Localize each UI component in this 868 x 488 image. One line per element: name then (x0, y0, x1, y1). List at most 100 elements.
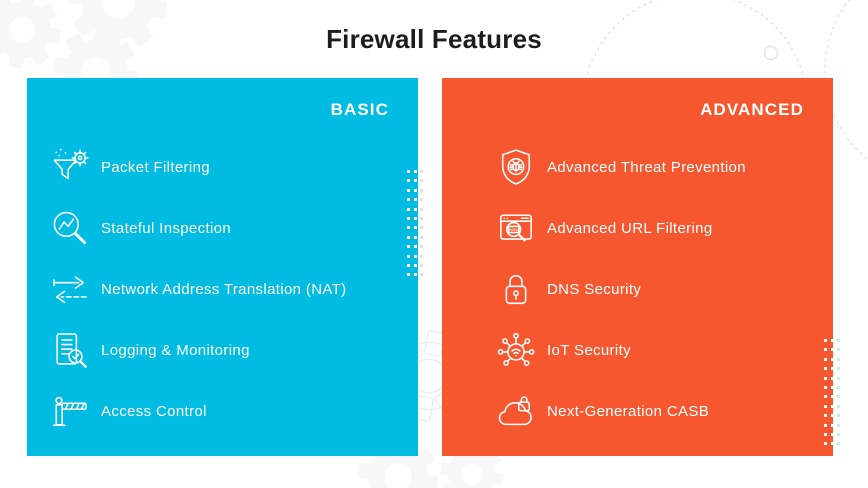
dot (407, 198, 410, 202)
access-control-icon (48, 390, 92, 434)
dot (837, 367, 840, 371)
iot-security-icon (494, 329, 538, 373)
dot (824, 348, 827, 352)
panel-basic: BASIC Packet Filtering Stateful Inspecti… (27, 78, 418, 456)
dot (407, 226, 410, 230)
dot (407, 273, 410, 277)
dot (407, 170, 410, 173)
dot (407, 207, 410, 211)
dot (830, 367, 834, 371)
dot (413, 254, 417, 258)
dot (420, 263, 423, 267)
dot (837, 339, 840, 342)
feature-item: Stateful Inspection (27, 198, 418, 259)
dot (407, 188, 410, 192)
dot (407, 235, 410, 239)
feature-label: Next-Generation CASB (547, 403, 710, 420)
dot (420, 179, 423, 183)
stateful-inspection-icon (48, 207, 92, 251)
dot (413, 263, 417, 267)
dot (824, 414, 827, 418)
dot (830, 432, 834, 436)
feature-label: Network Address Translation (NAT) (101, 281, 347, 298)
dot (420, 207, 423, 211)
dot (837, 432, 840, 436)
feature-item: Advanced Threat Prevention (442, 137, 833, 198)
dot (837, 385, 840, 389)
dot (824, 357, 827, 361)
dot (837, 442, 840, 446)
dot (413, 216, 417, 220)
dot (837, 348, 840, 352)
url-filtering-icon: www (494, 207, 538, 251)
dot (420, 188, 423, 192)
dot (413, 235, 417, 239)
dot (824, 367, 827, 371)
dot (830, 395, 834, 399)
dot (413, 245, 417, 249)
dot (407, 254, 410, 258)
casb-cloud-lock-icon (494, 390, 538, 434)
svg-text:www: www (509, 227, 520, 232)
packet-filtering-icon (48, 146, 92, 190)
dot (824, 395, 827, 399)
panel-basic-title: BASIC (330, 100, 389, 119)
dot (824, 404, 827, 408)
dot (830, 423, 834, 427)
dot (837, 423, 840, 427)
dot (407, 263, 410, 267)
dot (407, 245, 410, 249)
dot (420, 235, 423, 239)
gear-icon (0, 0, 61, 69)
dot (413, 198, 417, 202)
logging-monitoring-icon (48, 329, 92, 373)
dot (413, 179, 417, 183)
panel-advanced: ADVANCED Advanced Threat Prevention www … (442, 78, 833, 456)
dot (413, 188, 417, 192)
dot (413, 273, 417, 277)
dot (824, 385, 827, 389)
dot (420, 254, 423, 258)
feature-item: IoT Security (442, 320, 833, 381)
feature-item: Next-Generation CASB (442, 381, 833, 442)
dot (824, 442, 827, 446)
circle-decoration (763, 45, 779, 61)
dot (830, 385, 834, 389)
dot (420, 170, 423, 173)
dot (830, 339, 834, 342)
page-title: Firewall Features (326, 24, 542, 54)
feature-label: Stateful Inspection (101, 220, 232, 237)
dot (837, 357, 840, 361)
dots-pattern-advanced (824, 339, 840, 446)
feature-item: Logging & Monitoring (27, 320, 418, 381)
feature-item: www Advanced URL Filtering (442, 198, 833, 259)
feature-label: Logging & Monitoring (101, 342, 250, 359)
feature-label: Access Control (101, 403, 207, 420)
dot (420, 273, 423, 277)
dot (837, 376, 840, 380)
dot (830, 414, 834, 418)
dot (824, 423, 827, 427)
dot (420, 245, 423, 249)
dns-security-icon (494, 268, 538, 312)
feature-list-basic: Packet Filtering Stateful Inspection Net… (27, 137, 418, 442)
dot (837, 395, 840, 399)
dot (420, 226, 423, 230)
nat-arrows-icon (48, 268, 92, 312)
dot (837, 414, 840, 418)
feature-label: IoT Security (547, 342, 631, 359)
dot (830, 404, 834, 408)
dot (413, 170, 417, 173)
dot (420, 198, 423, 202)
feature-item: DNS Security (442, 259, 833, 320)
dot (830, 357, 834, 361)
feature-label: Advanced URL Filtering (547, 220, 713, 237)
panel-advanced-title: ADVANCED (700, 100, 804, 119)
feature-label: Packet Filtering (101, 159, 210, 176)
dot (824, 432, 827, 436)
dot (824, 339, 827, 342)
feature-item: Network Address Translation (NAT) (27, 259, 418, 320)
feature-item: Packet Filtering (27, 137, 418, 198)
